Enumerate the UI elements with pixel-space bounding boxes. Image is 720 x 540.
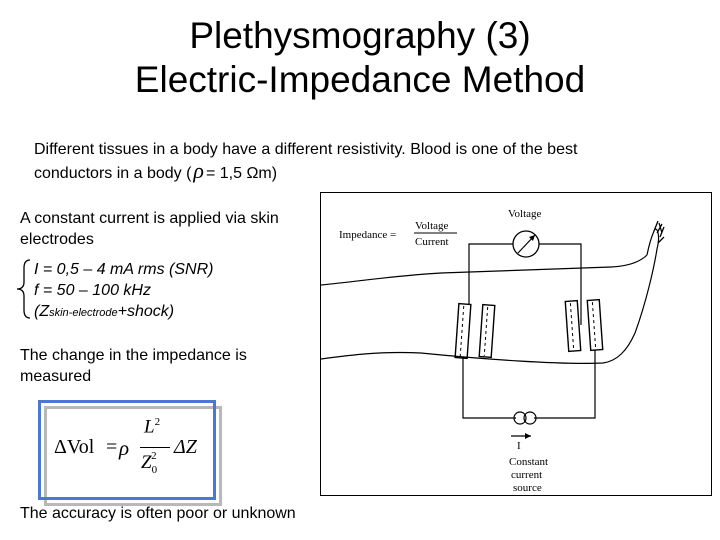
voltmeter-label: Voltage bbox=[508, 208, 542, 220]
ratio-voltage: Voltage bbox=[415, 220, 449, 232]
electrode-4 bbox=[586, 298, 604, 352]
z-close: +shock) bbox=[117, 303, 175, 320]
volume-formula: ΔVol = ρ L2 Z02 ΔZ bbox=[48, 408, 208, 490]
formula-shadow-frame bbox=[44, 406, 222, 506]
current-line-2: electrodes bbox=[20, 231, 94, 248]
source-label-1: Constant bbox=[509, 456, 548, 468]
electrode-2-band bbox=[483, 306, 489, 356]
current-source-coil-1 bbox=[513, 411, 527, 425]
denominator-subscript: 0 bbox=[151, 464, 158, 476]
numerator-l: L bbox=[144, 416, 155, 438]
impedance-term: (Zskin-electrode+shock) bbox=[34, 301, 174, 324]
formula-frame bbox=[38, 400, 216, 500]
fraction-bar bbox=[140, 447, 170, 448]
rho-symbol: ρ bbox=[193, 158, 204, 183]
voltmeter-arrowhead bbox=[529, 235, 535, 241]
ratio-current: Current bbox=[415, 236, 449, 248]
diagram-svg: Impedance = Voltage Current Voltage I Co… bbox=[321, 208, 665, 494]
z-subscript: skin-electrode bbox=[49, 307, 118, 319]
intro-line-2: conductors in a body (ρ= 1,5 Ωm) bbox=[34, 160, 277, 184]
measurement-diagram: Impedance = Voltage Current Voltage I Co… bbox=[320, 192, 712, 496]
electrode-3 bbox=[564, 299, 582, 353]
current-line-1: A constant current is applied via skin bbox=[20, 210, 279, 227]
current-arrowhead bbox=[525, 433, 531, 439]
formula-lhs: ΔVol bbox=[54, 436, 95, 458]
limb-outline-top bbox=[321, 254, 648, 286]
change-line-1: The change in the impedance is bbox=[20, 347, 247, 364]
electrode-1-band bbox=[459, 305, 465, 357]
slide-title: Plethysmography (3) Electric-Impedance M… bbox=[0, 14, 720, 102]
impedance-label: Impedance = bbox=[339, 229, 396, 241]
electrode-4-band bbox=[591, 302, 597, 350]
formula-rho: ρ bbox=[119, 436, 130, 460]
electrode-1 bbox=[454, 302, 472, 360]
foot-toes bbox=[653, 220, 665, 244]
denominator-exponent: 2 bbox=[151, 450, 157, 462]
electrode-3-band bbox=[569, 303, 575, 351]
current-amplitude: I = 0,5 – 4 mA rms (SNR) bbox=[34, 261, 214, 278]
denominator-z: Z bbox=[141, 452, 152, 473]
change-line-2: measured bbox=[20, 368, 92, 385]
source-label-3: source bbox=[513, 482, 542, 494]
formula-equals: = bbox=[106, 436, 118, 458]
title-line-1: Plethysmography (3) bbox=[189, 15, 531, 56]
current-symbol: I bbox=[517, 440, 521, 452]
electrode-2 bbox=[478, 303, 496, 359]
curly-brace bbox=[16, 259, 31, 319]
intro-line-2-end: = 1,5 Ωm) bbox=[205, 165, 278, 182]
intro-line-1: Different tissues in a body have a diffe… bbox=[34, 141, 578, 158]
voltage-leads bbox=[468, 243, 582, 325]
numerator-exponent: 2 bbox=[154, 416, 161, 428]
z-open: (Z bbox=[34, 303, 50, 320]
accuracy-note: The accuracy is often poor or unknown bbox=[20, 505, 296, 522]
current-source-coil-2 bbox=[523, 411, 537, 425]
current-leads bbox=[462, 350, 596, 419]
formula-denominator: Z0 2 bbox=[141, 450, 163, 476]
formula-rhs: ΔZ bbox=[174, 436, 197, 458]
formula-numerator: L2 bbox=[144, 416, 160, 438]
current-frequency: f = 50 – 100 kHz bbox=[34, 282, 151, 299]
source-label-2: current bbox=[511, 469, 542, 481]
intro-line-2-start: conductors in a body ( bbox=[34, 165, 192, 182]
title-line-2: Electric-Impedance Method bbox=[134, 59, 586, 100]
limb-outline-bottom bbox=[321, 228, 660, 364]
